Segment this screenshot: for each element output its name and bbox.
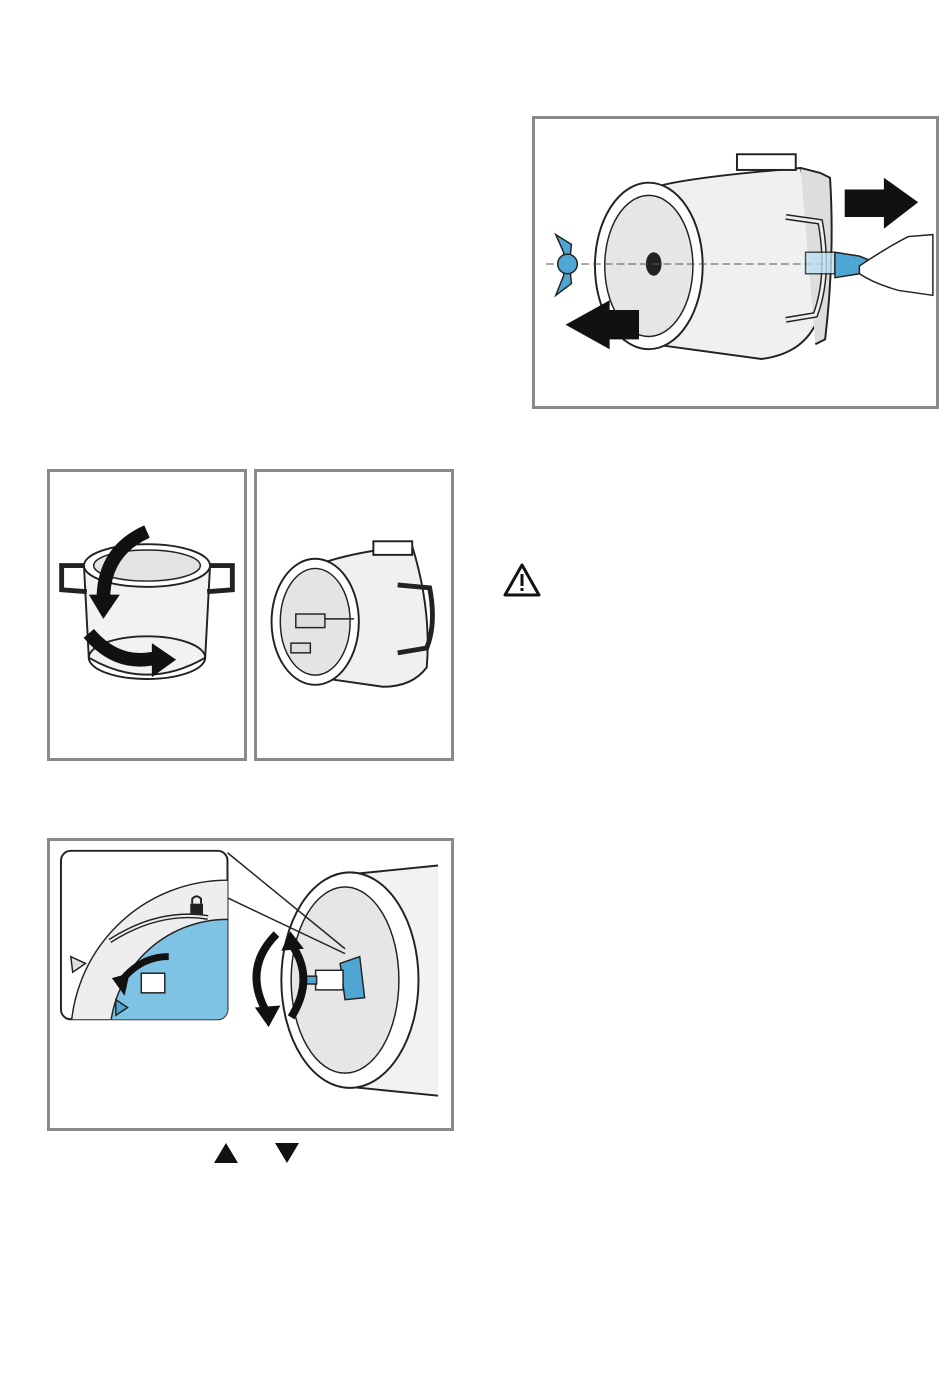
lock-rotor-illustration <box>50 841 451 1128</box>
figure-remove-axle <box>532 116 939 409</box>
figure-rotate-lid <box>47 469 247 761</box>
triangle-down-icon <box>274 1141 300 1165</box>
remove-axle-illustration <box>535 119 936 406</box>
drum-illustration <box>257 472 451 758</box>
warning-triangle-icon <box>503 563 541 597</box>
wing-nut <box>556 235 578 296</box>
arrow-down-icon <box>255 1006 280 1028</box>
triangle-up-icon <box>213 1141 239 1165</box>
rotate-lid-illustration <box>50 472 244 758</box>
figure-drum <box>254 469 454 761</box>
arrow-right-icon <box>845 178 918 229</box>
figure-lock-rotor <box>47 838 454 1131</box>
